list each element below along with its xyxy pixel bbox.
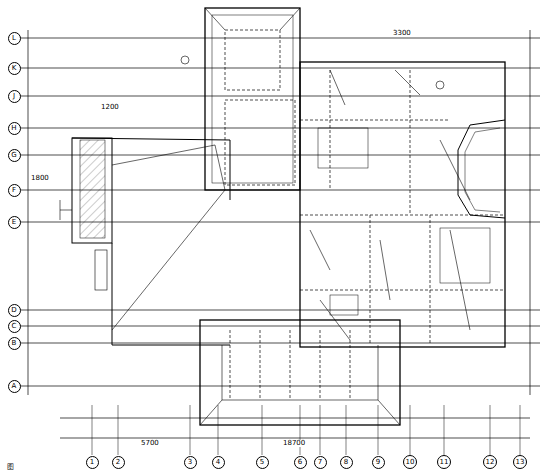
- axis-label: A: [12, 383, 17, 390]
- axis-bubble: B: [8, 337, 21, 350]
- axis-label: 13: [516, 459, 525, 466]
- axis-label: 10: [406, 459, 415, 466]
- axis-label: E: [12, 219, 16, 226]
- axis-bubble: 4: [212, 456, 225, 469]
- dimension-text: 图: [6, 464, 15, 471]
- axis-label: 5: [260, 459, 264, 466]
- axis-bubble: C: [8, 320, 21, 333]
- axis-label: F: [12, 187, 16, 194]
- axis-label: 4: [216, 459, 220, 466]
- axis-bubble: F: [8, 184, 21, 197]
- axis-label: 11: [440, 459, 449, 466]
- axis-label: J: [13, 93, 15, 100]
- axis-label: 8: [344, 459, 348, 466]
- axis-bubble: G: [8, 149, 21, 162]
- axis-bubble: 3: [184, 456, 197, 469]
- axis-bubble: K: [8, 62, 21, 75]
- axis-bubble: J: [8, 90, 21, 103]
- dimension-text: 1800: [30, 175, 50, 182]
- axis-label: 1: [90, 459, 94, 466]
- dimension-text: 5700: [140, 440, 160, 447]
- dimension-text: 1200: [100, 104, 120, 111]
- axis-label: 3: [188, 459, 192, 466]
- axis-label: D: [11, 307, 16, 314]
- axis-label: 2: [116, 459, 120, 466]
- axis-bubble: H: [8, 122, 21, 135]
- axis-label: H: [11, 125, 16, 132]
- axis-bubble: A: [8, 380, 21, 393]
- axis-bubble: 9: [372, 456, 385, 469]
- axis-bubble: 6: [294, 456, 307, 469]
- axis-bubble: L: [8, 32, 21, 45]
- axis-label: B: [12, 340, 17, 347]
- dimension-text: 18700: [282, 440, 306, 447]
- axis-label: 6: [298, 459, 302, 466]
- axis-bubble: 10: [403, 455, 417, 469]
- axis-label: C: [12, 323, 17, 330]
- axis-label: 9: [376, 459, 380, 466]
- axis-bubble: 7: [314, 456, 327, 469]
- axis-label: L: [12, 35, 16, 42]
- axis-bubble: E: [8, 216, 21, 229]
- axis-label: 7: [318, 459, 322, 466]
- axis-label: G: [11, 152, 16, 159]
- axis-bubble: 5: [256, 456, 269, 469]
- axis-label: K: [12, 65, 17, 72]
- axis-bubble: 13: [513, 455, 527, 469]
- dimension-text: 3300: [392, 30, 412, 37]
- axis-bubble: D: [8, 304, 21, 317]
- axis-bubble: 11: [437, 455, 451, 469]
- axis-bubble: 1: [86, 456, 99, 469]
- axis-label: 12: [486, 459, 495, 466]
- axis-bubble: 12: [483, 455, 497, 469]
- axis-bubble: 8: [340, 456, 353, 469]
- axis-bubble: 2: [112, 456, 125, 469]
